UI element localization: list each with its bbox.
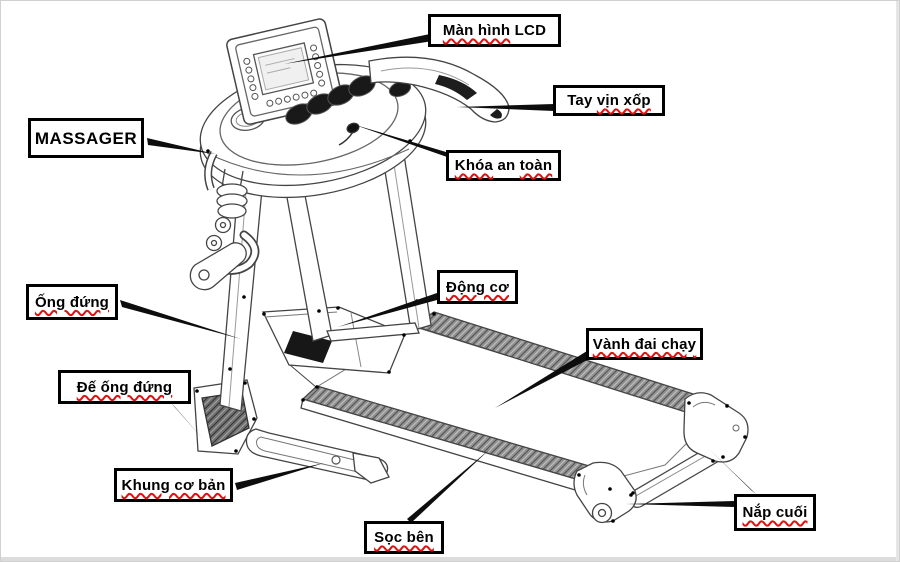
quick-keys (285, 75, 412, 125)
leader-end-cap-lower (626, 501, 734, 507)
leader-handrail (457, 104, 554, 111)
label-man-hinh-lcd: Màn hình LCD (428, 14, 561, 47)
label-text-segment: LCD (510, 22, 547, 39)
leader-massager (147, 138, 215, 154)
leader-base-frame (235, 463, 324, 490)
image-edge-right (896, 1, 899, 561)
label-text-segment: Đế ống đứng (76, 378, 173, 396)
label-text-segment: Sọc bên (374, 529, 434, 546)
rear-end-cap-left (573, 461, 637, 523)
handrail-grip-cap (435, 75, 477, 100)
label-text-segment: toàn (519, 157, 553, 174)
label-ong-dung: Ống đứng (26, 284, 118, 320)
leader-motor (338, 293, 437, 327)
label-text-segment: Khung cơ bản (121, 476, 226, 494)
base-frame-rear-foot (352, 452, 390, 484)
label-nap-cuoi: Nắp cuối (734, 494, 816, 531)
rear-end-cap (683, 392, 749, 463)
label-text-segment: Nắp cuối (742, 504, 808, 521)
label-vanh-dai-chay: Vành đai chạy (586, 328, 703, 360)
label-text-segment: Ống đứng (34, 293, 110, 311)
leader-safety-key (352, 124, 450, 158)
massage-roller (189, 242, 247, 291)
safety-key (338, 122, 360, 146)
label-de-ong-dung: Đế ống đứng (58, 370, 191, 404)
label-khoa-an-toan: Khóa an toàn (446, 150, 561, 181)
label-massager: MASSAGER (28, 118, 144, 158)
leader-upright-base (171, 403, 203, 439)
label-tay-vin-xop: Tay vịn xốp (553, 85, 665, 116)
label-text-segment: MASSAGER (34, 128, 138, 148)
leader-lcd (284, 34, 433, 64)
leader-upright (120, 300, 241, 339)
foam-handrail (368, 56, 510, 123)
massager-unit (189, 168, 260, 291)
leader-belt (495, 351, 591, 408)
leader-lines (120, 34, 756, 523)
label-dong-co: Động cơ (437, 270, 518, 304)
image-edge-bottom (1, 557, 899, 561)
label-text-segment: Tay (567, 92, 597, 109)
label-text-segment: vịn xốp (596, 92, 651, 109)
leader-end-cap-upper (710, 450, 756, 494)
label-text-segment: Vành đai chạy (592, 335, 697, 353)
label-text-segment: Động cơ (446, 278, 509, 296)
leader-side-rail (407, 449, 490, 523)
console-group (199, 18, 427, 199)
label-text-segment: Khóa (454, 157, 494, 174)
rivet-dots (195, 139, 747, 523)
label-text-segment: Màn hình (442, 22, 511, 39)
label-text-segment: an (493, 157, 520, 174)
treadmill-illustration (189, 18, 749, 524)
label-soc-ben: Sọc bên (364, 521, 444, 554)
label-khung-co-ban: Khung cơ bản (114, 468, 233, 502)
console-buttons (243, 44, 326, 107)
